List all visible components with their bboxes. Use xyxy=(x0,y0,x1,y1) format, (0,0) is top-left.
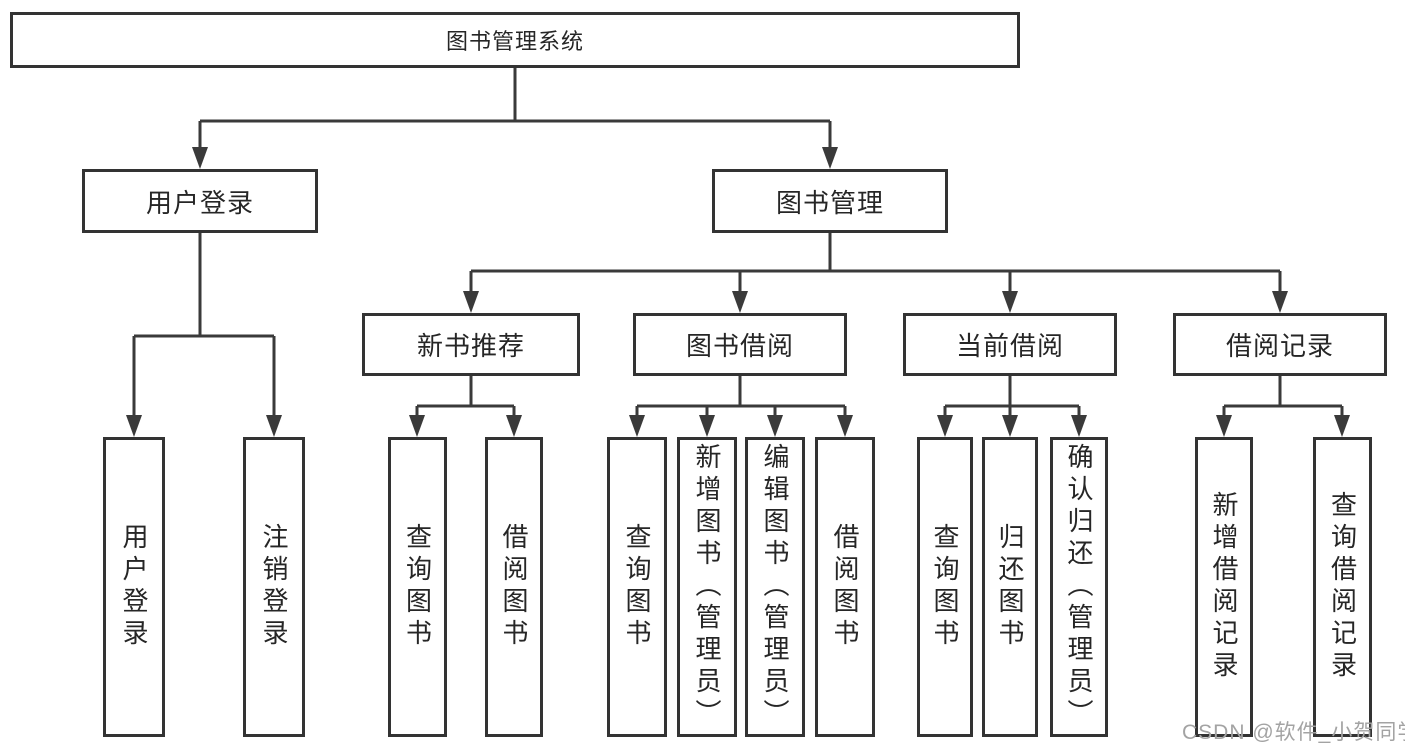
node-label: 新书推荐 xyxy=(416,331,525,361)
leaf-record-query-borrow-record: 查询借阅记录 xyxy=(1313,437,1372,737)
leaf-current-confirm-return-admin: 确认归还（管理员） xyxy=(1050,437,1108,737)
leaf-current-query-book: 查询图书 xyxy=(917,437,973,737)
leaf-logout-login: 注销登录 xyxy=(243,437,305,737)
leaf-newbook-borrow-book: 借阅图书 xyxy=(485,437,543,737)
node-label: 新增图书（管理员） xyxy=(692,443,722,731)
arrow-down-icon xyxy=(837,415,853,437)
connector-path xyxy=(1222,376,1344,428)
arrow-down-icon xyxy=(266,415,282,437)
node-label: 当前借阅 xyxy=(955,331,1064,361)
node-label: 确认归还（管理员） xyxy=(1064,443,1094,731)
node-label: 查询图书 xyxy=(622,523,652,651)
arrow-down-icon xyxy=(1216,415,1232,437)
leaf-borrow-borrow-book: 借阅图书 xyxy=(815,437,875,737)
arrow-down-icon xyxy=(126,415,142,437)
node-label: 注销登录 xyxy=(259,523,289,651)
node-borrow-record: 借阅记录 xyxy=(1173,313,1387,376)
arrow-down-icon xyxy=(937,415,953,437)
node-label: 用户登录 xyxy=(119,523,149,651)
node-library-system: 图书管理系统 xyxy=(10,12,1020,68)
leaf-record-add-borrow-record: 新增借阅记录 xyxy=(1195,437,1253,737)
arrow-down-icon xyxy=(699,415,715,437)
arrow-down-icon xyxy=(1002,415,1018,437)
node-label: 新增借阅记录 xyxy=(1209,491,1239,683)
arrow-down-icon xyxy=(506,415,522,437)
connector-path xyxy=(132,233,276,428)
leaf-borrow-add-book-admin: 新增图书（管理员） xyxy=(677,437,737,737)
arrow-down-icon xyxy=(1334,415,1350,437)
node-label: 查询图书 xyxy=(930,523,960,651)
arrow-down-icon xyxy=(767,415,783,437)
connector-path xyxy=(469,233,1282,304)
leaf-borrow-query-book: 查询图书 xyxy=(607,437,667,737)
node-new-book-recommend: 新书推荐 xyxy=(362,313,580,376)
arrow-down-icon xyxy=(192,147,208,169)
connector-path xyxy=(198,68,832,160)
node-label: 借阅图书 xyxy=(499,523,529,651)
leaf-borrow-edit-book-admin: 编辑图书（管理员） xyxy=(745,437,805,737)
arrow-down-icon xyxy=(463,291,479,313)
node-user-login: 用户登录 xyxy=(82,169,318,233)
arrow-down-icon xyxy=(629,415,645,437)
arrow-down-icon xyxy=(1002,291,1018,313)
node-label: 用户登录 xyxy=(145,187,254,218)
node-label: 借阅图书 xyxy=(830,523,860,651)
arrow-down-icon xyxy=(732,291,748,313)
node-label: 归还图书 xyxy=(995,523,1025,651)
leaf-current-return-book: 归还图书 xyxy=(982,437,1038,737)
node-label: 图书借阅 xyxy=(685,331,794,361)
arrow-down-icon xyxy=(1272,291,1288,313)
node-label: 借阅记录 xyxy=(1225,331,1334,361)
node-label: 查询图书 xyxy=(402,523,433,651)
node-label: 编辑图书（管理员） xyxy=(760,443,790,731)
arrow-down-icon xyxy=(409,415,425,437)
leaf-newbook-query-book: 查询图书 xyxy=(388,437,447,737)
connector-path xyxy=(635,376,847,428)
node-current-borrow: 当前借阅 xyxy=(903,313,1117,376)
arrow-down-icon xyxy=(1071,415,1087,437)
leaf-user-login: 用户登录 xyxy=(103,437,165,737)
node-label: 查询借阅记录 xyxy=(1327,491,1358,683)
csdn-watermark: CSDN @软件_小贺同学 xyxy=(1182,721,1405,744)
node-book-borrow: 图书借阅 xyxy=(633,313,847,376)
node-label: 图书管理 xyxy=(775,187,884,218)
node-book-management: 图书管理 xyxy=(712,169,948,233)
node-label: 图书管理系统 xyxy=(445,29,584,54)
connector-path xyxy=(415,376,516,428)
arrow-down-icon xyxy=(822,147,838,169)
